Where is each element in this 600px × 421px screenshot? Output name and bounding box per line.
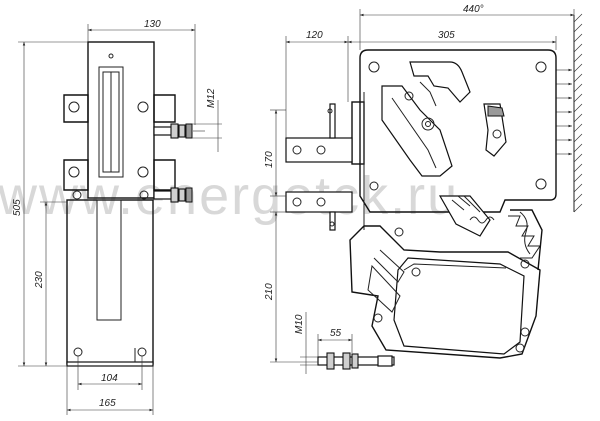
spring-assembly [438,195,543,271]
lower-bar [96,199,122,321]
dim-base-width: 165 [99,398,116,409]
dim-lower-height: 210 [264,283,275,301]
dim-bolt-spacing: 170 [264,151,275,168]
dim-base-hole-spacing: 104 [101,373,118,384]
side-view: 440° 120 305 170 210 M10 55 [264,4,583,374]
wall [556,13,583,213]
slot [98,66,124,178]
housing-plate [359,49,557,213]
dim-mount-angle: 440° [463,4,484,15]
lower-stud [153,187,193,203]
upper-stud [153,123,205,139]
holes [68,53,149,357]
left-bracket [351,101,365,165]
dim-bottom-offset: 55 [330,328,342,339]
lower-arm [285,191,353,231]
coil-body [393,257,525,355]
dim-bottom-thread: M10 [294,314,305,334]
right-yoke [153,94,176,123]
bottom-stud [317,352,395,370]
watermark-text: www.energotck.ru [0,166,459,226]
upper-arm [285,103,353,163]
top-lever [409,61,471,103]
coil-housing [349,225,541,359]
dim-bolt-thread: M12 [206,88,217,108]
front-view: 130 M12 505 230 104 165 [12,19,222,415]
dim-height-lower: 230 [34,271,45,289]
dim-top-left: 120 [306,30,323,41]
dim-height-total: 505 [12,199,23,216]
dim-top-right: 305 [438,30,455,41]
dim-width-top: 130 [144,19,161,30]
left-yoke [63,94,89,123]
